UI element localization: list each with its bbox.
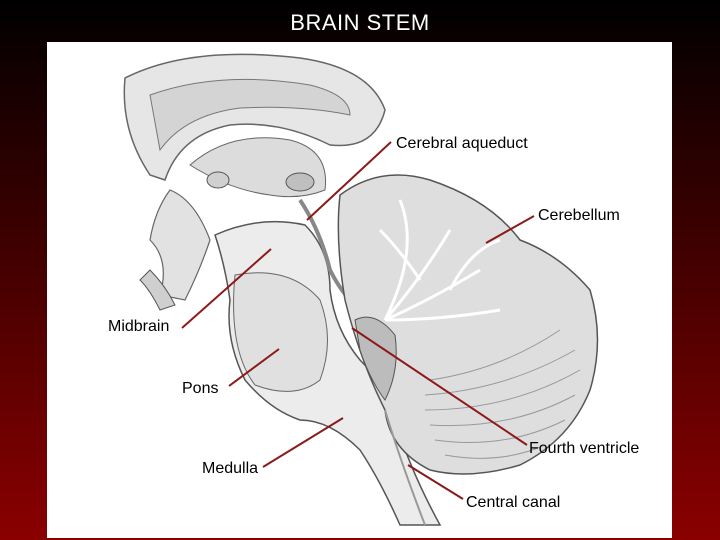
corpus-callosum xyxy=(149,78,351,152)
cerebellar-folia xyxy=(424,329,581,459)
leader-lines xyxy=(181,141,535,500)
optic-chiasm xyxy=(139,269,176,311)
leader-fourth-ventricle xyxy=(351,327,528,446)
leader-cerebellum xyxy=(485,215,535,244)
mammillary-body xyxy=(285,172,315,192)
label-pons: Pons xyxy=(182,380,219,397)
leader-midbrain xyxy=(181,248,272,329)
slide-title: BRAIN STEM xyxy=(290,10,430,35)
label-cerebral-aqueduct: Cerebral aqueduct xyxy=(396,135,528,152)
central-canal-line xyxy=(384,409,426,526)
leader-central-canal xyxy=(407,464,464,500)
pineal-body xyxy=(206,171,230,189)
pons-shape xyxy=(233,272,328,392)
leader-pons xyxy=(228,348,280,387)
label-cerebellum: Cerebellum xyxy=(538,207,620,224)
label-fourth-ventricle: Fourth ventricle xyxy=(529,440,640,457)
label-medulla: Medulla xyxy=(202,460,259,477)
label-central-canal: Central canal xyxy=(466,494,561,511)
leader-cerebral-aqueduct xyxy=(306,141,392,221)
arbor-vitae xyxy=(378,199,501,322)
hypothalamus-shape xyxy=(149,189,211,301)
leader-medulla xyxy=(262,417,344,468)
label-midbrain: Midbrain xyxy=(108,318,170,335)
